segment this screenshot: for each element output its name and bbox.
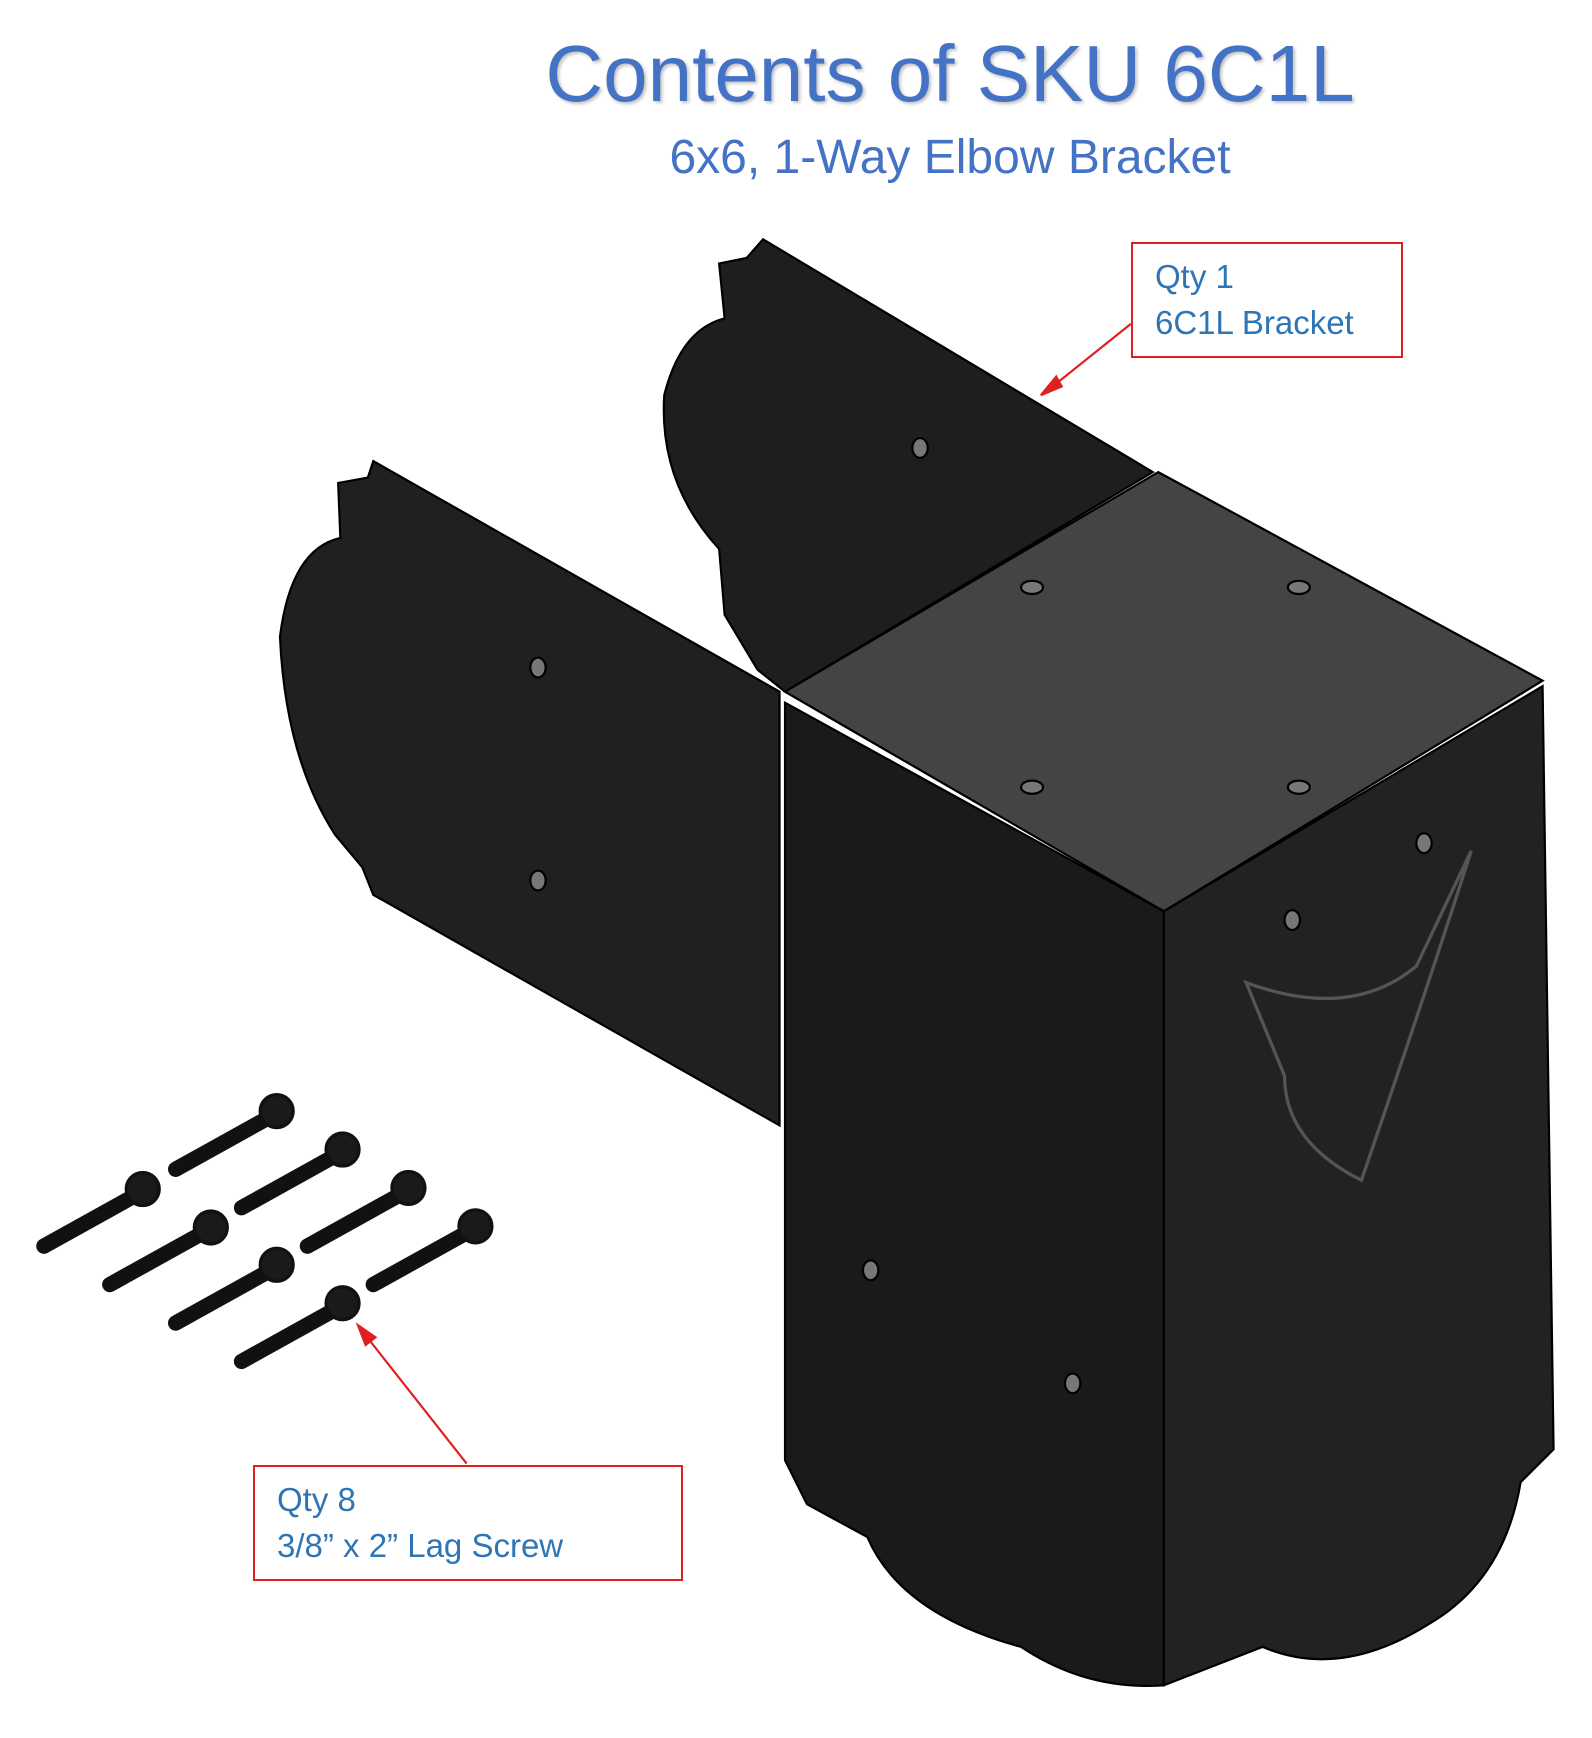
bracket-qty: Qty 1 [1155,258,1234,295]
top-plate [782,470,1545,913]
screw-callout: Qty 8 3/8” x 2” Lag Screw [253,1465,683,1581]
left-arm [278,459,781,1128]
screw-item: 3/8” x 2” Lag Screw [277,1527,564,1564]
front-face [783,700,1165,1687]
callout-arrows [355,323,1132,1465]
lag-screws [36,1092,494,1370]
page-subtitle: 6x6, 1-Way Elbow Bracket [669,131,1231,184]
logo-emblem [1243,850,1473,1183]
back-arm [662,237,1155,694]
bracket-item: 6C1L Bracket [1155,304,1354,341]
right-face [1162,684,1555,1687]
page-title: Contents of SKU 6C1L [545,29,1355,118]
elbow-bracket [278,237,1555,1687]
screw-qty: Qty 8 [277,1481,356,1518]
bracket-callout: Qty 1 6C1L Bracket [1131,242,1403,358]
